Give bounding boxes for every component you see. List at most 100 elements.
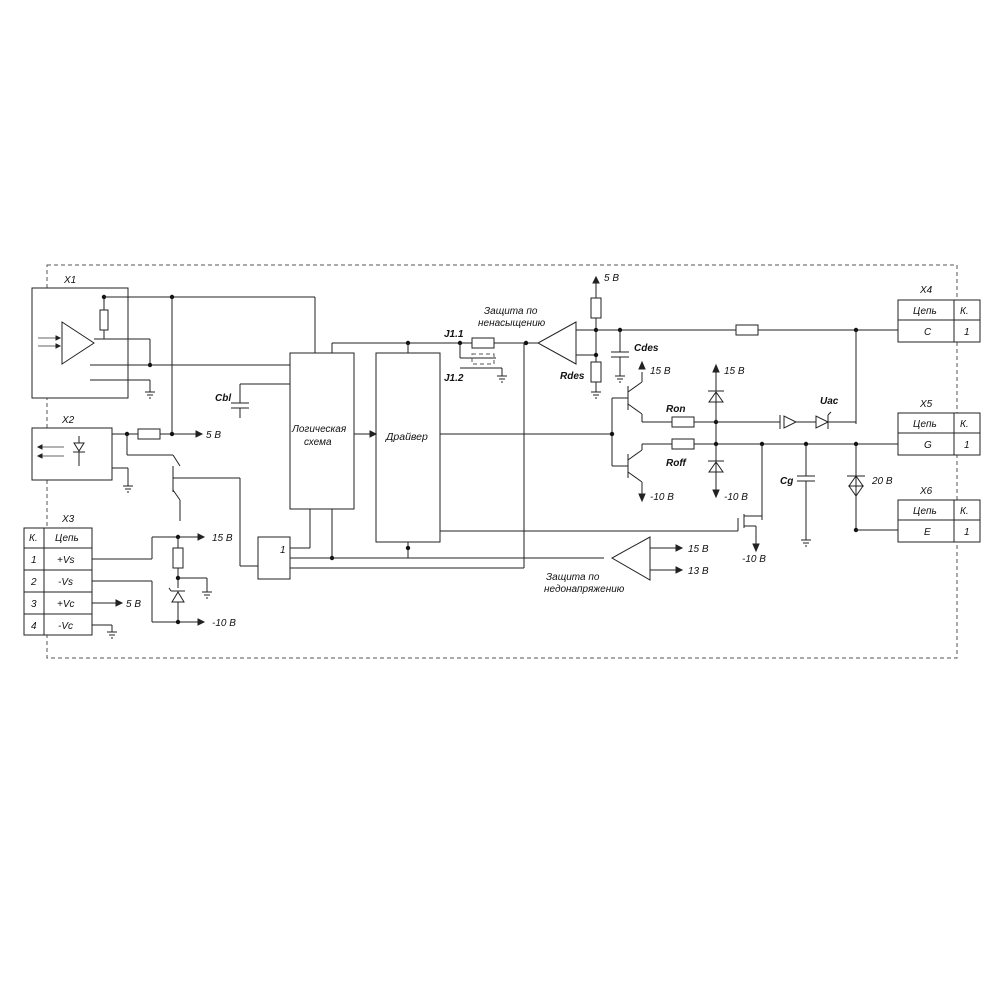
x3-power-connector: X3 К. Цепь 1 +Vs 2 -Vs 3 +Vc 4 -Vc 15 В	[23, 514, 236, 639]
x5-header-chain: Цепь	[913, 419, 937, 430]
x1-ground-icon	[145, 391, 155, 399]
j11-label: J1.1	[444, 329, 464, 340]
cbl-label: Cbl	[215, 393, 231, 404]
x2-box	[31, 427, 113, 481]
x3-row1-k: 1	[31, 555, 37, 566]
cdes-ground-icon	[615, 375, 625, 383]
driver-label: Драйвер	[385, 431, 428, 443]
desat-comparator	[536, 321, 577, 365]
tvs-20v-label: 20 В	[871, 476, 893, 487]
x3-15v-label: 15 В	[212, 533, 233, 544]
cbl-capacitor: Cbl	[215, 383, 290, 418]
rdes-upper-resistor	[590, 297, 602, 319]
x1-amplifier	[61, 321, 95, 365]
x2-ground-icon	[123, 485, 133, 493]
x4-header-k: К.	[960, 306, 969, 317]
arrow-5v-top	[592, 275, 600, 284]
upper-npn-transistor: 15 В	[627, 360, 671, 422]
clamp-minus10v-label: -10 В	[724, 492, 748, 503]
x6-table	[897, 499, 981, 543]
rdes-ground-icon	[591, 391, 601, 399]
arrow-15v-clamp	[712, 363, 720, 373]
x2-resistor	[137, 428, 161, 440]
uv-label-line1: Защита по	[546, 572, 600, 583]
lower-pnp-transistor: -10 В	[627, 444, 674, 503]
logic-to-driver-arrow	[369, 430, 378, 438]
rdes-resistor	[590, 361, 602, 383]
roff-label: Roff	[666, 458, 687, 469]
x3-ground-icon	[202, 591, 212, 599]
logic-block	[289, 352, 355, 510]
logic-label-line1: Логическая	[291, 424, 347, 435]
or-gate	[257, 536, 291, 580]
x2-5v-label: 5 В	[206, 430, 221, 441]
x4-label: X4	[919, 285, 933, 296]
x3-row2-chain: -Vs	[58, 577, 73, 588]
x3-header-chain: Цепь	[55, 533, 79, 544]
x2-label: X2	[61, 415, 75, 426]
x3-row2-k: 2	[30, 577, 37, 588]
x1-optocoupler-block: X1	[31, 275, 315, 399]
top-5v-label: 5 В	[604, 273, 619, 284]
x3-row3-k: 3	[31, 599, 37, 610]
x6-header-chain: Цепь	[913, 506, 937, 517]
miller-clamp-mosfet: -10 В	[737, 514, 766, 565]
x1-box	[31, 287, 129, 399]
x3-resistor	[172, 547, 184, 569]
x6-label: X6	[919, 486, 933, 497]
arrow-minus10v-mosfet	[752, 543, 760, 553]
x3-vc-ground-icon	[107, 631, 117, 639]
input-transistor	[126, 434, 258, 567]
x6-connector: X6 Цепь К. E 1	[897, 486, 981, 543]
upper-clamp-zener-icon	[708, 390, 724, 403]
x4-table	[897, 299, 981, 343]
uac-label: Uac	[820, 396, 839, 407]
mosfet-minus10v-label: -10 В	[742, 554, 766, 565]
x6-k: 1	[964, 527, 970, 538]
roff-resistor	[671, 438, 695, 450]
x3-row4-chain: -Vc	[58, 621, 73, 632]
x3-5v-label: 5 В	[126, 599, 141, 610]
npn-15v-label: 15 В	[650, 366, 671, 377]
lower-clamp-zener-icon	[708, 460, 724, 473]
x3-label: X3	[61, 514, 75, 525]
x4-header-chain: Цепь	[913, 306, 937, 317]
x3-row4-k: 4	[31, 621, 37, 632]
x2-photodiode-icon	[73, 436, 85, 466]
x5-label: X5	[919, 399, 933, 410]
x5-chain: G	[924, 440, 932, 451]
x2-light-arrows-icon	[36, 444, 64, 459]
x5-table	[897, 412, 981, 456]
x1-light-arrows-icon	[38, 335, 62, 349]
arrow-15v-npn	[638, 360, 646, 370]
x5-header-k: К.	[960, 419, 969, 430]
x4-connector: X4 Цепь К. C 1	[897, 285, 981, 343]
or-gate-label: 1	[280, 545, 286, 556]
cg-label: Cg	[780, 476, 793, 487]
driver-block	[375, 352, 441, 543]
x5-k: 1	[964, 440, 970, 451]
x1-resistor	[99, 309, 109, 331]
collector-resistor	[735, 324, 759, 336]
x3-row1-chain: +Vs	[57, 555, 75, 566]
j12-jumper	[471, 353, 495, 365]
x3-minus10v-label: -10 В	[212, 618, 236, 629]
x3-zener-icon	[168, 587, 185, 603]
uv-15v-label: 15 В	[688, 544, 709, 555]
tvs-20v-icon	[847, 475, 865, 497]
desat-resistor	[471, 337, 495, 349]
x3-header-k: К.	[29, 533, 38, 544]
uac-diode-2-icon	[815, 411, 832, 429]
logic-label-line2: схема	[304, 437, 332, 448]
desat-label-line2: ненасыщению	[478, 318, 546, 329]
pnp-minus10v-label: -10 В	[650, 492, 674, 503]
arrow-minus10v-clamp	[712, 489, 720, 499]
uv-label-line2: недонапряжению	[544, 584, 625, 595]
uac-diode-1-icon	[779, 415, 798, 429]
uv-13v-label: 13 В	[688, 566, 709, 577]
x2-optical-block: X2 5 В	[31, 415, 221, 493]
x3-table	[23, 527, 93, 636]
x5-connector: X5 Цепь К. G 1	[897, 399, 981, 456]
